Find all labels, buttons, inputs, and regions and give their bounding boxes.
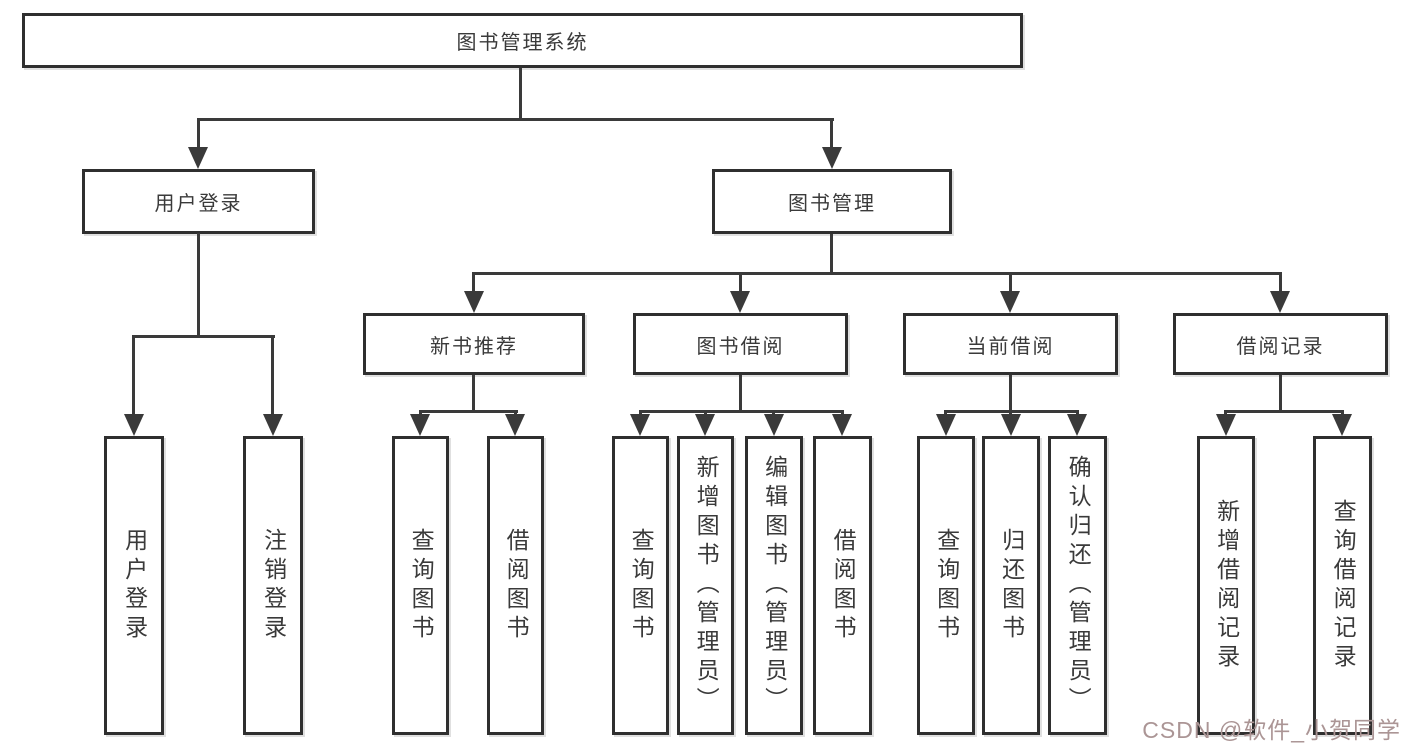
connector-borrow-records-stem xyxy=(1279,375,1282,410)
leaf-borrow-books-2: 借阅图书 xyxy=(813,436,872,735)
leaf-query-books-1: 查询图书 xyxy=(392,436,449,735)
connector-to-new-book xyxy=(472,272,475,296)
connector-borrow-records-branch xyxy=(1224,410,1344,413)
connector-root-branch xyxy=(197,118,834,121)
leaf-edit-books-admin: 编辑图书（管理员） xyxy=(745,436,803,735)
arrow-to-leaf-query-books-3 xyxy=(936,414,956,436)
arrow-to-leaf-query-books-1 xyxy=(410,414,430,436)
leaf-add-books-admin: 新增图书（管理员） xyxy=(677,436,734,735)
leaf-query-books-2-label: 查询图书 xyxy=(628,527,655,644)
leaf-borrow-books-1-label: 借阅图书 xyxy=(503,527,530,644)
node-new-book-recommend-label: 新书推荐 xyxy=(430,335,518,358)
leaf-query-books-3-label: 查询图书 xyxy=(933,527,960,644)
arrow-to-book-management xyxy=(822,147,842,169)
arrow-to-leaf-query-books-2 xyxy=(630,414,650,436)
node-book-borrow: 图书借阅 xyxy=(633,313,848,375)
connector-to-book-borrow xyxy=(739,272,742,296)
leaf-logout-label: 注销登录 xyxy=(260,527,287,644)
connector-new-book-stem xyxy=(472,375,475,410)
arrow-to-leaf-confirm-return xyxy=(1067,414,1087,436)
leaf-add-borrow-record-label: 新增借阅记录 xyxy=(1213,498,1240,673)
node-library-system-label: 图书管理系统 xyxy=(456,32,589,54)
leaf-query-books-1-label: 查询图书 xyxy=(408,527,435,644)
connector-to-current-borrow xyxy=(1009,272,1012,296)
connector-book-borrow-stem xyxy=(739,375,742,410)
connector-book-mgmt-branch xyxy=(472,272,1282,275)
arrow-to-leaf-borrow-books-1 xyxy=(505,414,525,436)
arrow-to-user-login xyxy=(188,147,208,169)
leaf-query-borrow-record: 查询借阅记录 xyxy=(1313,436,1372,735)
arrow-to-book-borrow xyxy=(730,291,750,313)
connector-root-stem xyxy=(519,68,522,118)
leaf-add-borrow-record: 新增借阅记录 xyxy=(1197,436,1255,735)
arrow-to-borrow-records xyxy=(1270,291,1290,313)
leaf-logout: 注销登录 xyxy=(243,436,303,735)
leaf-borrow-books-2-label: 借阅图书 xyxy=(830,527,857,644)
node-library-system: 图书管理系统 xyxy=(22,13,1023,68)
arrow-to-leaf-borrow-books-2 xyxy=(832,414,852,436)
node-book-management-label: 图书管理 xyxy=(788,193,876,215)
leaf-query-borrow-record-label: 查询借阅记录 xyxy=(1330,498,1357,673)
arrow-to-new-book xyxy=(464,291,484,313)
arrow-to-leaf-add-record xyxy=(1216,414,1236,436)
leaf-query-books-2: 查询图书 xyxy=(612,436,669,735)
connector-current-borrow-stem xyxy=(1009,375,1012,410)
leaf-add-books-admin-label: 新增图书（管理员） xyxy=(693,455,720,716)
leaf-confirm-return-admin-label: 确认归还（管理员） xyxy=(1065,455,1092,716)
node-borrow-records-label: 借阅记录 xyxy=(1236,335,1325,358)
leaf-query-books-3: 查询图书 xyxy=(917,436,975,735)
connector-user-login-branch xyxy=(132,335,275,338)
leaf-return-books: 归还图书 xyxy=(982,436,1040,735)
connector-to-leaf-logout xyxy=(271,335,274,420)
arrow-to-leaf-edit-books xyxy=(764,414,784,436)
leaf-user-login-label: 用户登录 xyxy=(121,527,148,644)
node-book-management: 图书管理 xyxy=(712,169,952,234)
leaf-user-login: 用户登录 xyxy=(104,436,164,735)
leaf-return-books-label: 归还图书 xyxy=(998,527,1025,644)
connector-to-borrow-records xyxy=(1279,272,1282,296)
arrow-to-leaf-query-record xyxy=(1332,414,1352,436)
arrow-to-leaf-logout xyxy=(263,414,283,436)
node-new-book-recommend: 新书推荐 xyxy=(363,313,585,375)
arrow-to-leaf-return-books xyxy=(1001,414,1021,436)
node-borrow-records: 借阅记录 xyxy=(1173,313,1388,375)
connector-book-mgmt-stem xyxy=(830,234,833,272)
connector-new-book-branch xyxy=(419,410,518,413)
leaf-confirm-return-admin: 确认归还（管理员） xyxy=(1048,436,1107,735)
connector-to-user-login xyxy=(197,118,200,152)
connector-user-login-stem xyxy=(197,233,200,335)
node-current-borrow: 当前借阅 xyxy=(903,313,1118,375)
connector-book-borrow-branch xyxy=(639,410,844,413)
connector-to-leaf-user-login xyxy=(132,335,135,420)
node-current-borrow-label: 当前借阅 xyxy=(966,335,1055,358)
node-user-login: 用户登录 xyxy=(82,169,315,234)
leaf-borrow-books-1: 借阅图书 xyxy=(487,436,544,735)
arrow-to-current-borrow xyxy=(1000,291,1020,313)
arrow-to-leaf-add-books xyxy=(695,414,715,436)
csdn-watermark: CSDN @软件_小贺同学 xyxy=(1142,717,1401,743)
connector-to-book-management xyxy=(830,118,833,152)
arrow-to-leaf-user-login xyxy=(124,414,144,436)
leaf-edit-books-admin-label: 编辑图书（管理员） xyxy=(761,455,788,716)
node-user-login-label: 用户登录 xyxy=(154,193,243,215)
node-book-borrow-label: 图书借阅 xyxy=(696,335,785,358)
